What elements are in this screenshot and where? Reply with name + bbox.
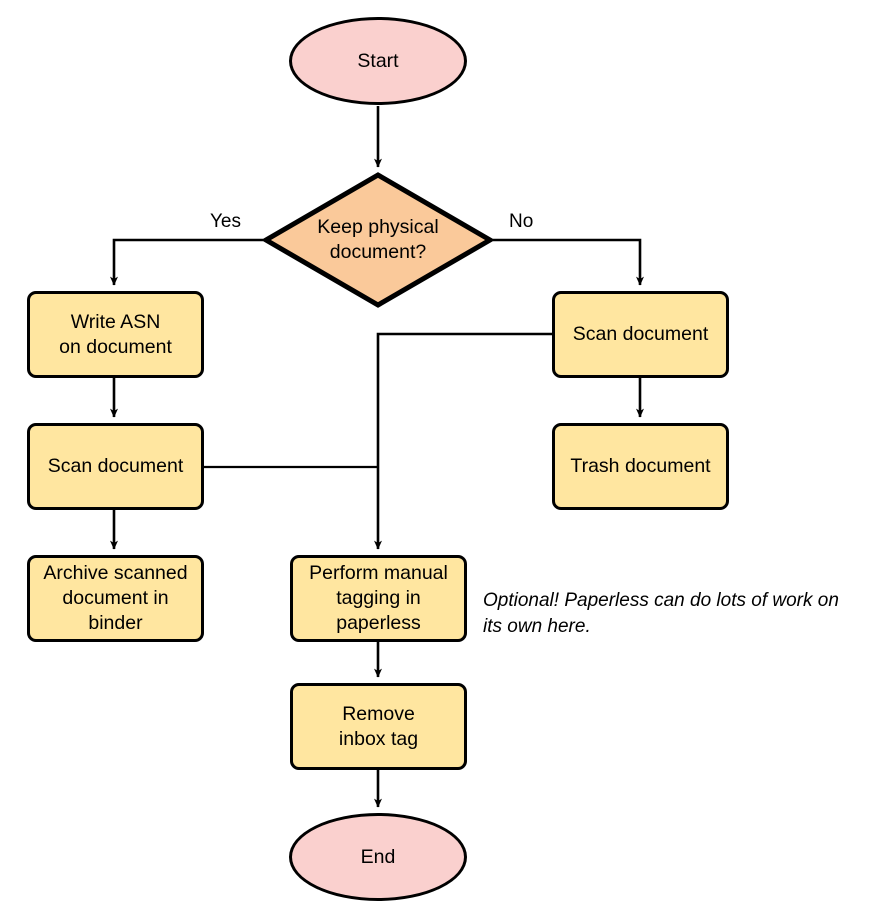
node-decision-keep-physical-document[interactable]: Keep physical document? [263,172,493,308]
node-archive-label: Archive scanned document in binder [43,562,188,634]
node-scan-document-left[interactable]: Scan document [27,423,204,510]
note-optional-paperless: Optional! Paperless can do lots of work … [483,590,839,637]
node-scan-document-right-label: Scan document [572,323,709,345]
node-decision-label: Keep physical document? [317,216,439,263]
node-scan-document-left-label: Scan document [47,455,184,477]
edge-no-to-scan-right [493,238,644,286]
node-end-label: End [360,845,396,868]
node-end[interactable]: End [289,813,467,901]
node-trash-document-label: Trash document [570,455,711,477]
edge-scan-right-to-tagging [374,332,552,550]
node-remove-inbox-label: Remove inbox tag [338,702,419,750]
edge-label-yes: Yes [210,211,241,232]
edge-yes-to-write-asn [110,238,263,286]
decision-diamond-shape [263,172,493,308]
node-write-asn-on-document[interactable]: Write ASN on document [27,291,204,378]
node-tagging-label: Perform manual tagging in paperless [309,562,448,634]
node-scan-document-right[interactable]: Scan document [552,291,729,378]
edge-label-no: No [509,211,534,232]
node-archive-scanned-document[interactable]: Archive scanned document in binder [27,555,204,642]
node-perform-manual-tagging[interactable]: Perform manual tagging in paperless [290,555,467,642]
node-trash-document[interactable]: Trash document [552,423,729,510]
node-write-asn-label: Write ASN on document [59,310,172,358]
node-start[interactable]: Start [289,17,467,105]
node-remove-inbox-tag[interactable]: Remove inbox tag [290,683,467,770]
node-start-label: Start [357,49,399,72]
